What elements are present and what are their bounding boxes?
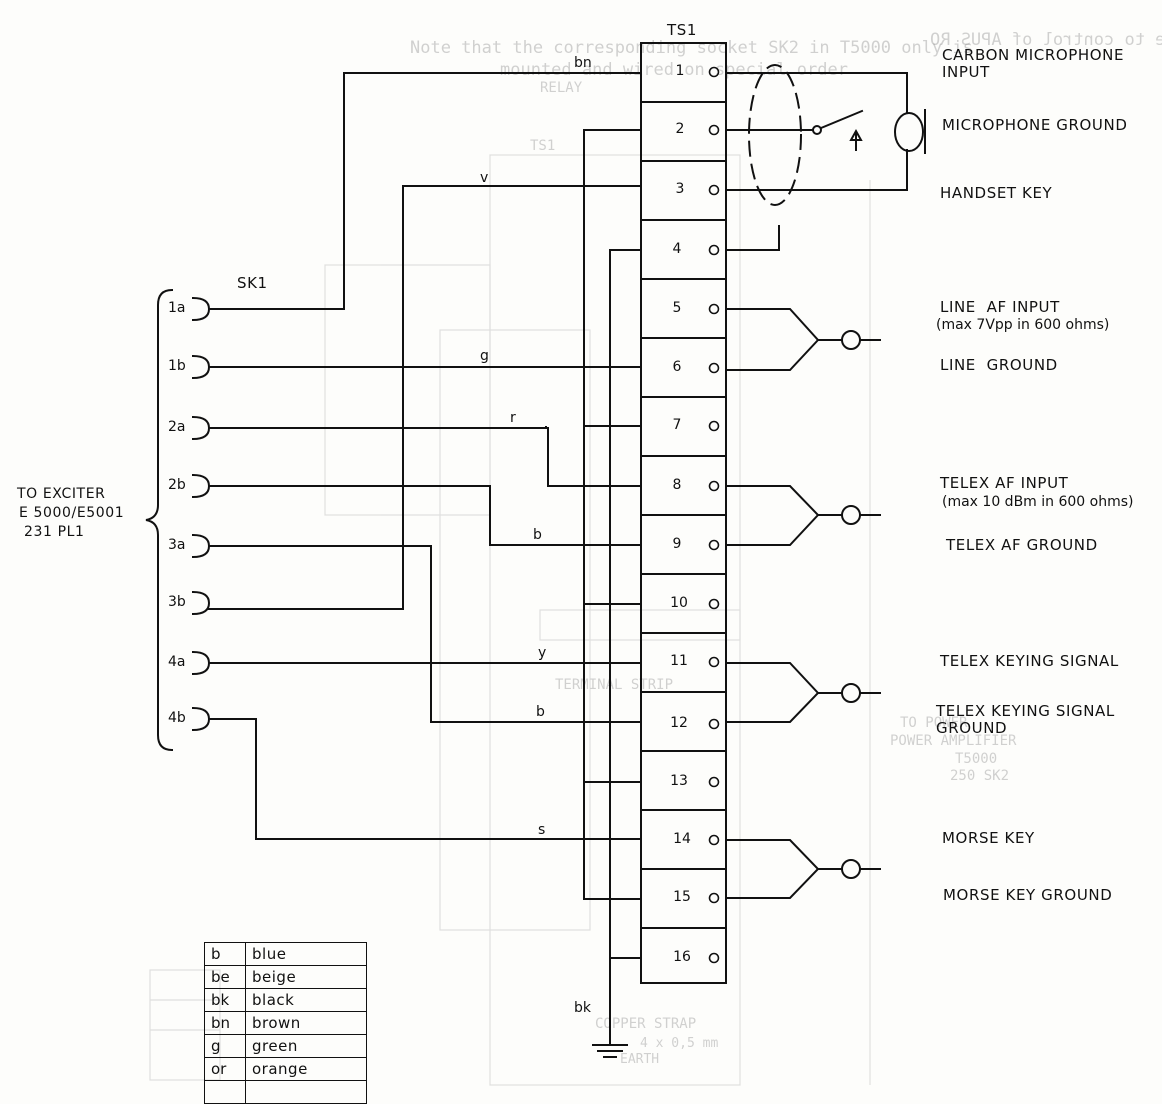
legend-code: b: [204, 942, 246, 966]
legend-row: [204, 1080, 367, 1104]
legend-name: [245, 1080, 367, 1104]
terminal-4: 4: [672, 241, 682, 257]
terminal-1: 1: [675, 63, 685, 79]
terminal-16: 16: [673, 949, 691, 965]
terminal-14: 14: [673, 831, 691, 847]
pin-3a: 3a: [168, 537, 186, 553]
ghost-amp-3: T5000: [955, 751, 998, 767]
terminal-7: 7: [672, 417, 682, 433]
wire-label-r: r: [510, 410, 516, 426]
pin-2a: 2a: [168, 419, 186, 435]
pin-4b: 4b: [168, 710, 186, 726]
shielded-pairs: [725, 308, 881, 899]
signal-mic-ground: MICROPHONE GROUND: [942, 116, 1128, 134]
terminal-2: 2: [675, 121, 685, 137]
sk1-bracket: [145, 288, 174, 752]
legend-code: [204, 1080, 246, 1104]
terminal-screws: [708, 66, 720, 964]
signal-telex-keying-ground: TELEX KEYING SIGNAL GROUND: [936, 702, 1115, 737]
legend-code: be: [204, 965, 246, 989]
terminal-11: 11: [670, 653, 688, 669]
legend-name: beige: [245, 965, 367, 989]
signal-telex-af-input: TELEX AF INPUT: [940, 474, 1069, 492]
sk1-label: SK1: [237, 274, 268, 292]
ghost-amp-2: POWER AMPLIFIER: [890, 733, 1017, 749]
exciter-label-2: E 5000/E5001: [19, 505, 125, 521]
terminal-12: 12: [670, 715, 688, 731]
wire-label-s: s: [538, 822, 546, 838]
exciter-label-3: 231 PL1: [24, 524, 85, 540]
pin-1a: 1a: [168, 300, 186, 316]
legend-code: g: [204, 1034, 246, 1058]
wire-label-b1: b: [533, 527, 542, 543]
terminal-10: 10: [670, 595, 688, 611]
terminal-8: 8: [672, 477, 682, 493]
pin-2b: 2b: [168, 477, 186, 493]
signal-telex-af-note: (max 10 dBm in 600 ohms): [942, 494, 1134, 510]
wire-label-g: g: [480, 348, 489, 364]
ts1-title: TS1: [667, 21, 698, 39]
legend-name: blue: [245, 942, 367, 966]
signal-carbon-mic: CARBON MICROPHONE INPUT: [942, 46, 1125, 81]
wire-label-bk: bk: [574, 1000, 591, 1016]
terminal-6: 6: [672, 359, 682, 375]
wire-label-y: y: [538, 645, 547, 661]
signal-line-af-note: (max 7Vpp in 600 ohms): [936, 317, 1110, 333]
ghost-earth: EARTH: [620, 1052, 660, 1067]
signal-handset-key: HANDSET KEY: [940, 184, 1053, 202]
ghost-line-3: mounted and wired on special order: [500, 60, 848, 80]
wires: [208, 72, 642, 840]
wire-label-b2: b: [536, 704, 545, 720]
terminal-13: 13: [670, 773, 688, 789]
ghost-amp-4: 250 SK2: [950, 768, 1010, 784]
microphone-circuit: [725, 64, 926, 251]
legend-code: bn: [204, 1011, 246, 1035]
pin-4a: 4a: [168, 654, 186, 670]
legend-name: brown: [245, 1011, 367, 1035]
legend-name: black: [245, 988, 367, 1012]
terminal-15: 15: [673, 889, 691, 905]
terminal-3: 3: [675, 181, 685, 197]
terminal-5: 5: [672, 300, 682, 316]
ground-bus: [583, 129, 642, 1058]
signal-telex-af-ground: TELEX AF GROUND: [946, 536, 1098, 554]
pin-1b: 1b: [168, 358, 186, 374]
ghost-amp-1: TO POWER: [900, 715, 968, 731]
signal-telex-keying: TELEX KEYING SIGNAL: [940, 652, 1119, 670]
terminal-9: 9: [672, 536, 682, 552]
wire-label-v: v: [480, 170, 489, 186]
signal-line-af-input: LINE AF INPUT: [940, 298, 1060, 316]
ghost-copper-dim: 4 x 0,5 mm: [640, 1036, 719, 1051]
signal-morse-key: MORSE KEY: [942, 829, 1035, 847]
ghost-relay: RELAY: [540, 80, 583, 96]
legend-code: bk: [204, 988, 246, 1012]
ghost-copper-strap: COPPER STRAP: [595, 1016, 697, 1032]
legend-name: green: [245, 1034, 367, 1058]
legend-code: or: [204, 1057, 246, 1081]
signal-line-ground: LINE GROUND: [940, 356, 1058, 374]
exciter-label-1: TO EXCITER: [17, 486, 106, 502]
ghost-line-2: Note that the corresponding socket SK2 i…: [410, 38, 973, 58]
wire-label-bn: bn: [574, 55, 592, 71]
legend-name: orange: [245, 1057, 367, 1081]
ghost-ts1: TS1: [530, 138, 556, 154]
ghost-structures: [149, 154, 871, 1086]
pin-3b: 3b: [168, 594, 186, 610]
sk1-pins: [191, 296, 211, 732]
signal-morse-key-ground: MORSE KEY GROUND: [943, 886, 1113, 904]
